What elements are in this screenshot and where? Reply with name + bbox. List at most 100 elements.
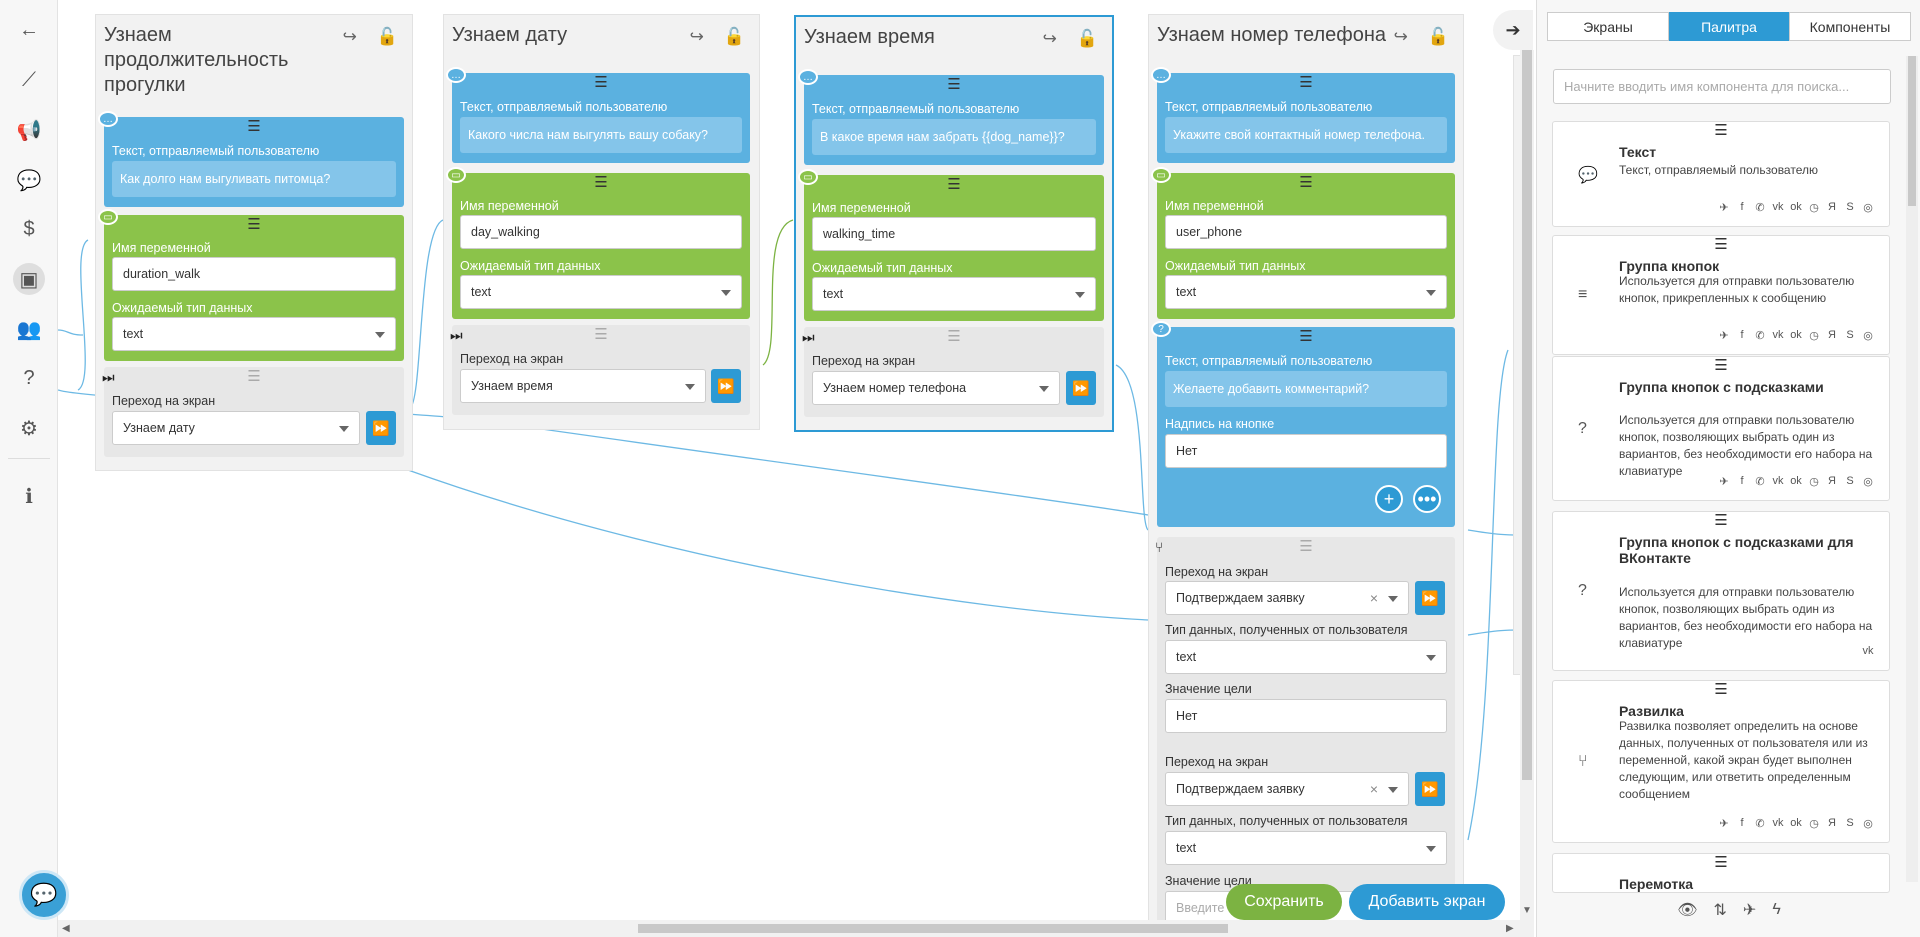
save-button[interactable]: Сохранить (1226, 884, 1342, 920)
goto-component[interactable]: ☰ ⏭ Переход на экран Узнаем дату ⏩ (102, 367, 404, 457)
eye-icon[interactable]: 👁 (1677, 901, 1698, 919)
text-component[interactable]: ☰ … Текст, отправляемый пользователю Как… (98, 111, 404, 207)
tab-0[interactable]: Экраны (1547, 12, 1669, 41)
variable-name-input[interactable]: day_walking (460, 215, 742, 249)
add-button[interactable]: + (1375, 485, 1403, 513)
screens-editor-icon[interactable]: ▣ (13, 263, 45, 295)
go-to-screen-button[interactable]: ⏩ (366, 411, 396, 445)
scroll-thumb[interactable] (638, 924, 1228, 933)
scroll-thumb[interactable] (1908, 56, 1916, 206)
fork-component[interactable]: ☰ ⑂ Переход на экран Подтверждаем заявку… (1155, 537, 1455, 937)
share-icon[interactable]: ↪ (1393, 27, 1408, 46)
unlock-icon[interactable]: 🔓 (1427, 27, 1449, 46)
scroll-down-icon[interactable]: ▼ (1522, 905, 1532, 916)
drag-handle-icon[interactable]: ☰ (1299, 328, 1313, 345)
dollar-icon[interactable]: $ (23, 217, 35, 240)
palette-card[interactable]: ☰?Группа кнопок с подсказками для ВКонта… (1552, 511, 1890, 671)
drag-handle-icon[interactable]: ☰ (1714, 357, 1728, 374)
data-type-select[interactable]: text (1165, 275, 1447, 309)
input-component[interactable]: ☰ ▭ Имя переменной duration_walk Ожидаем… (98, 209, 404, 361)
received-datatype-select[interactable]: text (1165, 640, 1447, 674)
drag-handle-icon[interactable]: ☰ (947, 76, 961, 93)
megaphone-icon[interactable]: 📢 (16, 119, 42, 142)
scroll-thumb[interactable] (1522, 50, 1532, 780)
share-icon[interactable]: ↪ (342, 27, 357, 46)
goto-screen-select[interactable]: Узнаем номер телефона (812, 371, 1060, 405)
comment-icon[interactable]: 💬 (16, 169, 42, 192)
go-to-screen-button[interactable]: ⏩ (1415, 581, 1445, 615)
drag-handle-icon[interactable]: ☰ (947, 328, 961, 345)
drag-handle-icon[interactable]: ☰ (1714, 236, 1728, 253)
drag-handle-icon[interactable]: ☰ (947, 176, 961, 193)
variable-name-input[interactable]: user_phone (1165, 215, 1447, 249)
back-arrow-icon[interactable]: ← (19, 18, 39, 41)
stats-chart-icon[interactable]: ⟋ (22, 68, 36, 91)
clear-icon[interactable]: × (1369, 590, 1378, 606)
text-component[interactable]: ☰ … Текст, отправляемый пользователю Ука… (1151, 67, 1455, 163)
panel-scrollbar[interactable] (1906, 56, 1918, 882)
settings-icon[interactable]: ⚙ (20, 417, 38, 440)
drag-handle-icon[interactable]: ☰ (1299, 174, 1313, 191)
target-value-input[interactable]: Нет (1165, 699, 1447, 733)
drag-handle-icon[interactable]: ☰ (1714, 512, 1728, 529)
message-text-field[interactable]: Укажите свой контактный номер телефона. (1165, 117, 1447, 153)
help-icon[interactable]: ? (23, 366, 35, 389)
more-options-button[interactable]: ••• (1413, 485, 1441, 513)
drag-handle-icon[interactable]: ☰ (594, 326, 608, 343)
component-search-input[interactable]: Начните вводить имя компонента для поиск… (1553, 69, 1891, 104)
messenger-icon[interactable]: ϟ (1772, 900, 1781, 918)
sort-icon[interactable]: ⇅ (1713, 901, 1727, 919)
telegram-icon[interactable]: ✈ (1742, 901, 1757, 919)
data-type-select[interactable]: text (112, 317, 396, 351)
drag-handle-icon[interactable]: ☰ (1299, 538, 1313, 555)
screen-time[interactable]: Узнаем время ↪ 🔓 ☰ … Текст, отправляемый… (794, 15, 1114, 432)
go-to-screen-button[interactable]: ⏩ (1066, 371, 1096, 405)
data-type-select[interactable]: text (812, 277, 1096, 311)
input-component[interactable]: ☰ ▭ Имя переменной user_phone Ожидаемый … (1151, 167, 1455, 319)
text-component[interactable]: ☰ … Текст, отправляемый пользователю Как… (446, 67, 750, 163)
screen-phone[interactable]: Узнаем номер телефона ↪ 🔓 ☰ … Текст, отп… (1148, 14, 1464, 937)
received-datatype-select[interactable]: text (1165, 831, 1447, 865)
palette-card[interactable]: ☰Перемотка (1552, 853, 1890, 893)
screen-walk-duration[interactable]: Узнаем продолжительность прогулки ↪ 🔓 ☰ … (95, 14, 413, 471)
buttons-with-hints-component[interactable]: ☰ ? Текст, отправляемый пользователю Жел… (1151, 321, 1455, 527)
input-component[interactable]: ☰ ▭ Имя переменной day_walking Ожидаемый… (446, 167, 750, 319)
collapse-panel-button[interactable]: ➔ (1493, 10, 1533, 50)
info-icon[interactable]: ℹ (25, 485, 33, 508)
variable-name-input[interactable]: walking_time (812, 217, 1096, 251)
input-component[interactable]: ☰ ▭ Имя переменной walking_time Ожидаемы… (798, 169, 1104, 321)
scroll-right-icon[interactable]: ▶ (1506, 923, 1514, 934)
drag-handle-icon[interactable]: ☰ (594, 74, 608, 91)
clear-icon[interactable]: × (1369, 781, 1378, 797)
drag-handle-icon[interactable]: ☰ (1714, 854, 1728, 871)
button-label-input[interactable]: Нет (1165, 434, 1447, 468)
tab-1[interactable]: Палитра (1669, 12, 1789, 41)
tab-2[interactable]: Компоненты (1789, 12, 1911, 41)
unlock-icon[interactable]: 🔓 (376, 27, 398, 46)
canvas-horizontal-scrollbar[interactable]: ◀▶ (58, 920, 1534, 937)
screen-date[interactable]: Узнаем дату ↪ 🔓 ☰ … Текст, отправляемый … (443, 14, 760, 430)
drag-handle-icon[interactable]: ☰ (594, 174, 608, 191)
scroll-left-icon[interactable]: ◀ (62, 923, 70, 934)
drag-handle-icon[interactable]: ☰ (247, 368, 261, 385)
goto-screen-select[interactable]: Подтверждаем заявку× (1165, 772, 1409, 806)
support-chat-button[interactable]: 💬 (19, 870, 69, 920)
message-text-field[interactable]: Как долго нам выгуливать питомца? (112, 161, 396, 197)
drag-handle-icon[interactable]: ☰ (247, 118, 261, 135)
message-text-field[interactable]: Желаете добавить комментарий? (1165, 371, 1447, 407)
share-icon[interactable]: ↪ (1042, 29, 1057, 48)
add-screen-button[interactable]: Добавить экран (1349, 884, 1505, 920)
drag-handle-icon[interactable]: ☰ (247, 216, 261, 233)
unlock-icon[interactable]: 🔓 (1076, 29, 1098, 48)
message-text-field[interactable]: Какого числа нам выгулять вашу собаку? (460, 117, 742, 153)
goto-screen-select[interactable]: Узнаем время (460, 369, 706, 403)
goto-screen-select[interactable]: Узнаем дату (112, 411, 360, 445)
drag-handle-icon[interactable]: ☰ (1299, 74, 1313, 91)
flow-canvas[interactable]: Узнаем продолжительность прогулки ↪ 🔓 ☰ … (58, 0, 1520, 937)
text-component[interactable]: ☰ … Текст, отправляемый пользователю В к… (798, 69, 1104, 165)
share-icon[interactable]: ↪ (689, 27, 704, 46)
